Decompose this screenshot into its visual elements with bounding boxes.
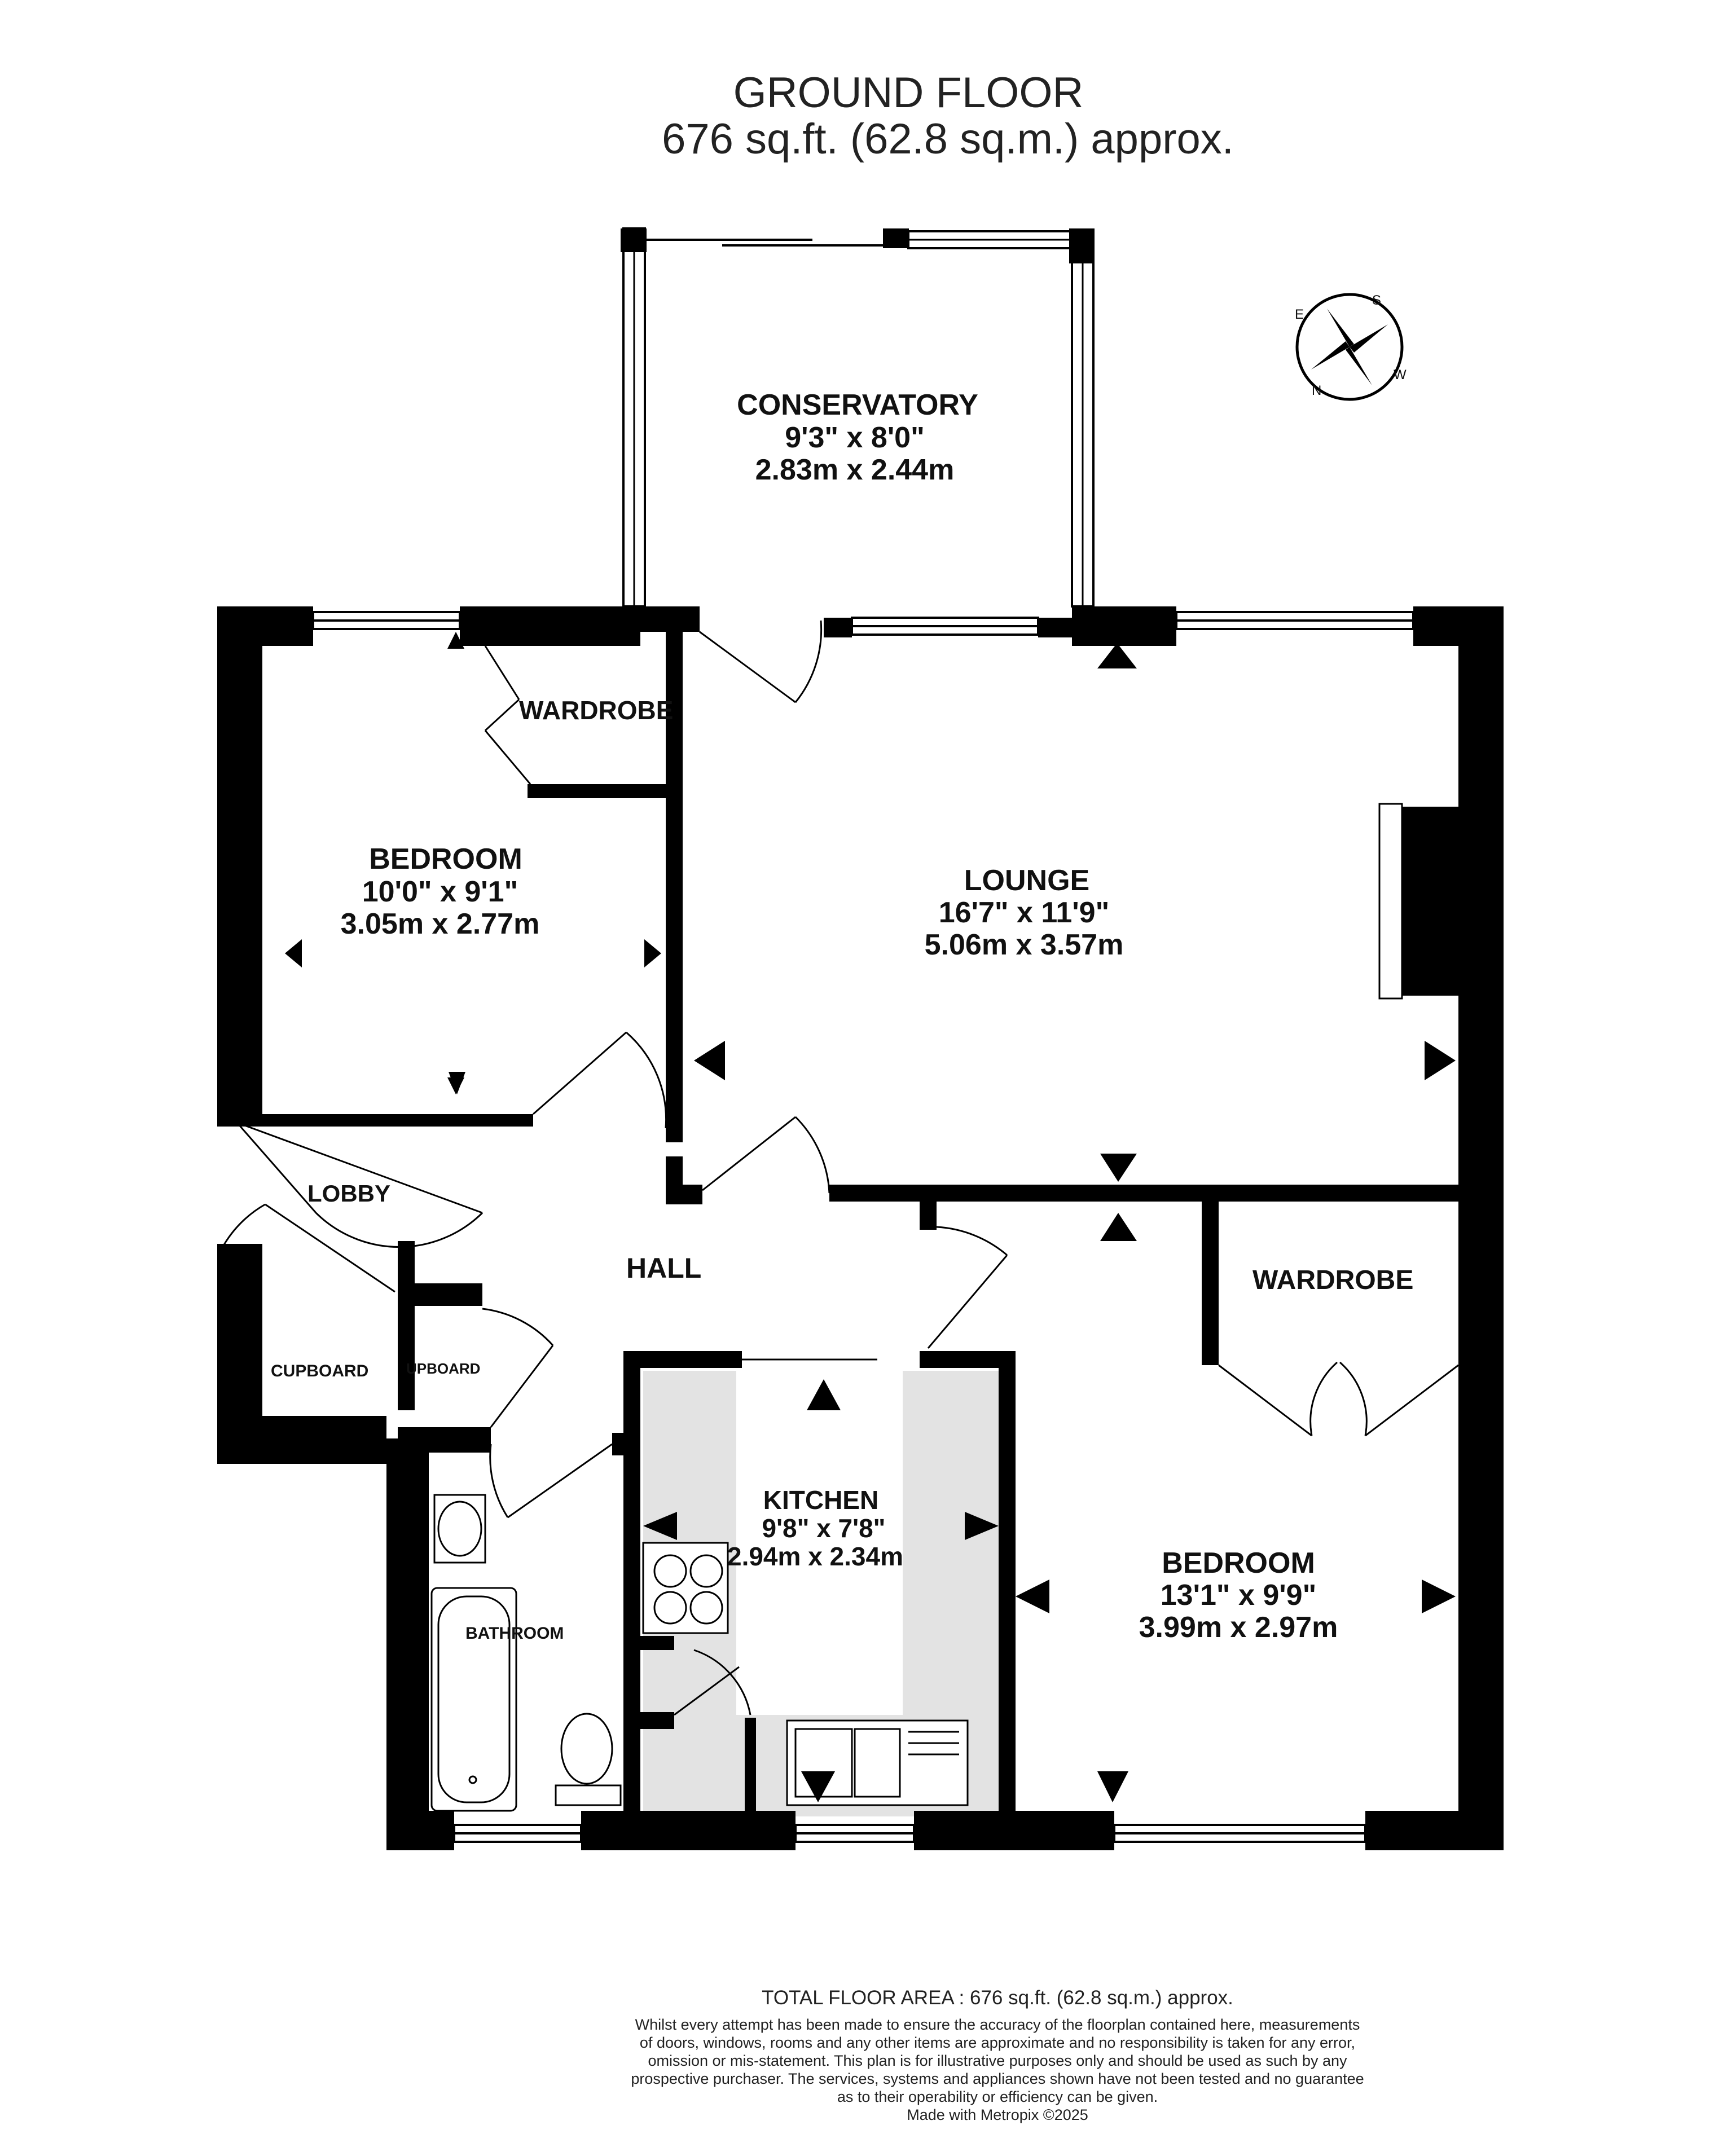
cupboard-label-2: UPBOARD: [406, 1360, 480, 1377]
conservatory-posts: [621, 228, 1095, 263]
walls: [217, 606, 1504, 1850]
disclaimer-line-4: prospective purchaser. The services, sys…: [631, 2070, 1364, 2087]
disclaimer-line-5: as to their operability or efficiency ca…: [837, 2088, 1158, 2105]
bedroom1-name: BEDROOM: [369, 843, 522, 875]
disclaimer-line-3: omission or mis-statement. This plan is …: [648, 2052, 1347, 2069]
compass-w: W: [1394, 367, 1407, 382]
wardrobe-label-1: WARDROBE: [519, 696, 673, 725]
kitchen-metric: 2.94m x 2.34m: [727, 1542, 903, 1571]
toilet: [560, 1713, 613, 1785]
room-bedroom-2: BEDROOM 13'1" x 9'9" 3.99m x 2.97m: [1139, 1547, 1338, 1644]
room-kitchen: KITCHEN 9'8" x 7'8" 2.94m x 2.34m: [727, 1485, 903, 1571]
bedroom2-imperial: 13'1" x 9'9": [1161, 1579, 1316, 1612]
disclaimer-line-2: of doors, windows, rooms and any other i…: [640, 2034, 1355, 2051]
room-lounge: LOUNGE 16'7" x 11'9" 5.06m x 3.57m: [925, 864, 1124, 961]
conservatory-imperial: 9'3" x 8'0": [785, 421, 925, 454]
bedroom2-name: BEDROOM: [1162, 1547, 1315, 1580]
conservatory-name: CONSERVATORY: [737, 389, 978, 421]
bedroom1-imperial: 10'0" x 9'1": [362, 875, 518, 908]
hall-label: HALL: [626, 1252, 701, 1284]
cupboard-label-1: CUPBOARD: [271, 1362, 368, 1380]
kitchen-name: KITCHEN: [763, 1485, 878, 1515]
wardrobe-label-2: WARDROBE: [1252, 1265, 1413, 1295]
windows: [312, 611, 1414, 1843]
compass-icon: S W N E: [1295, 293, 1407, 401]
compass-e: E: [1295, 307, 1304, 322]
disclaimer-line-1: Whilst every attempt has been made to en…: [635, 2016, 1360, 2033]
conservatory-metric: 2.83m x 2.44m: [755, 454, 955, 486]
kitchen-fixtures: [642, 1542, 969, 1806]
kitchen-imperial: 9'8" x 7'8": [762, 1514, 886, 1543]
room-conservatory: CONSERVATORY 9'3" x 8'0" 2.83m x 2.44m: [737, 389, 978, 486]
doors: [222, 620, 1459, 1716]
dimension-arrows: [285, 632, 1456, 1802]
floor-title: GROUND FLOOR: [733, 69, 1084, 117]
floor-area: 676 sq.ft. (62.8 sq.m.) approx.: [662, 115, 1234, 163]
bedroom1-metric: 3.05m x 2.77m: [341, 908, 540, 940]
lounge-name: LOUNGE: [964, 864, 1089, 897]
metropix-credit: Made with Metropix ©2025: [907, 2106, 1088, 2123]
compass-n: N: [1312, 383, 1321, 398]
bathroom-label: BATHROOM: [465, 1624, 564, 1643]
bedroom2-metric: 3.99m x 2.97m: [1139, 1611, 1338, 1644]
room-bedroom-1: BEDROOM 10'0" x 9'1" 3.05m x 2.77m: [341, 843, 540, 940]
bathroom-fixtures: [430, 1494, 622, 1812]
lobby-label: LOBBY: [307, 1180, 390, 1207]
total-floor-area: TOTAL FLOOR AREA : 676 sq.ft. (62.8 sq.m…: [762, 1987, 1233, 2009]
hearth: [1378, 803, 1403, 1000]
lounge-metric: 5.06m x 3.57m: [925, 929, 1124, 961]
lounge-imperial: 16'7" x 11'9": [939, 896, 1110, 929]
compass-s: S: [1372, 293, 1381, 308]
